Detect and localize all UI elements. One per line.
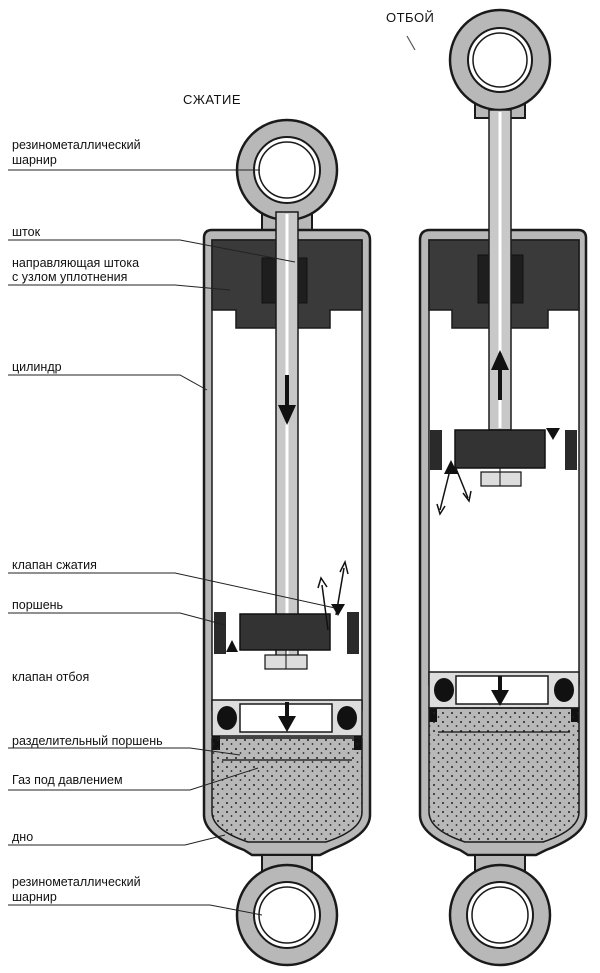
label-bottom-joint-line1: резинометаллический — [12, 875, 141, 889]
label-compression-valve: клапан сжатия — [12, 558, 97, 572]
rebound-rod-motion-arrow — [491, 350, 509, 400]
bottom-rubber-metal-joint — [235, 854, 339, 967]
top-rubber-metal-joint — [235, 118, 339, 233]
rebound-gas-chamber — [428, 707, 580, 843]
label-separating-piston: разделительный поршень — [12, 734, 163, 748]
gas-chamber — [211, 737, 363, 843]
rebound-mode-title: ОТБОЙ — [386, 10, 435, 25]
label-bottom: дно — [12, 830, 34, 844]
compression-shock-absorber — [202, 118, 372, 967]
label-pressurized-gas: Газ под давлением — [12, 773, 123, 787]
leader-lines — [8, 169, 336, 916]
label-cylinder: цилиндр — [12, 360, 62, 374]
rebound-top-joint — [448, 8, 552, 119]
label-piston: поршень — [12, 598, 64, 612]
label-bottom-joint-line2: шарнир — [12, 890, 57, 904]
rebound-bottom-joint — [448, 854, 552, 967]
label-rebound-valve: клапан отбоя — [12, 670, 90, 684]
compression-mode-title: СЖАТИЕ — [183, 92, 242, 107]
rod-motion-arrow — [278, 375, 296, 425]
rebound-shock-absorber — [418, 8, 588, 967]
label-rod: шток — [12, 225, 41, 239]
piston — [214, 604, 359, 670]
label-top-joint-line1: резинометаллический — [12, 138, 141, 152]
rebound-piston — [430, 428, 577, 487]
label-top-joint-line2: шарнир — [12, 153, 57, 167]
label-rod-guide-line2: с узлом уплотнения — [12, 270, 128, 284]
flow-arrows — [317, 559, 349, 631]
rebound-flow-arrows — [436, 465, 472, 516]
label-rod-guide-line1: направляющая штока — [12, 256, 140, 270]
